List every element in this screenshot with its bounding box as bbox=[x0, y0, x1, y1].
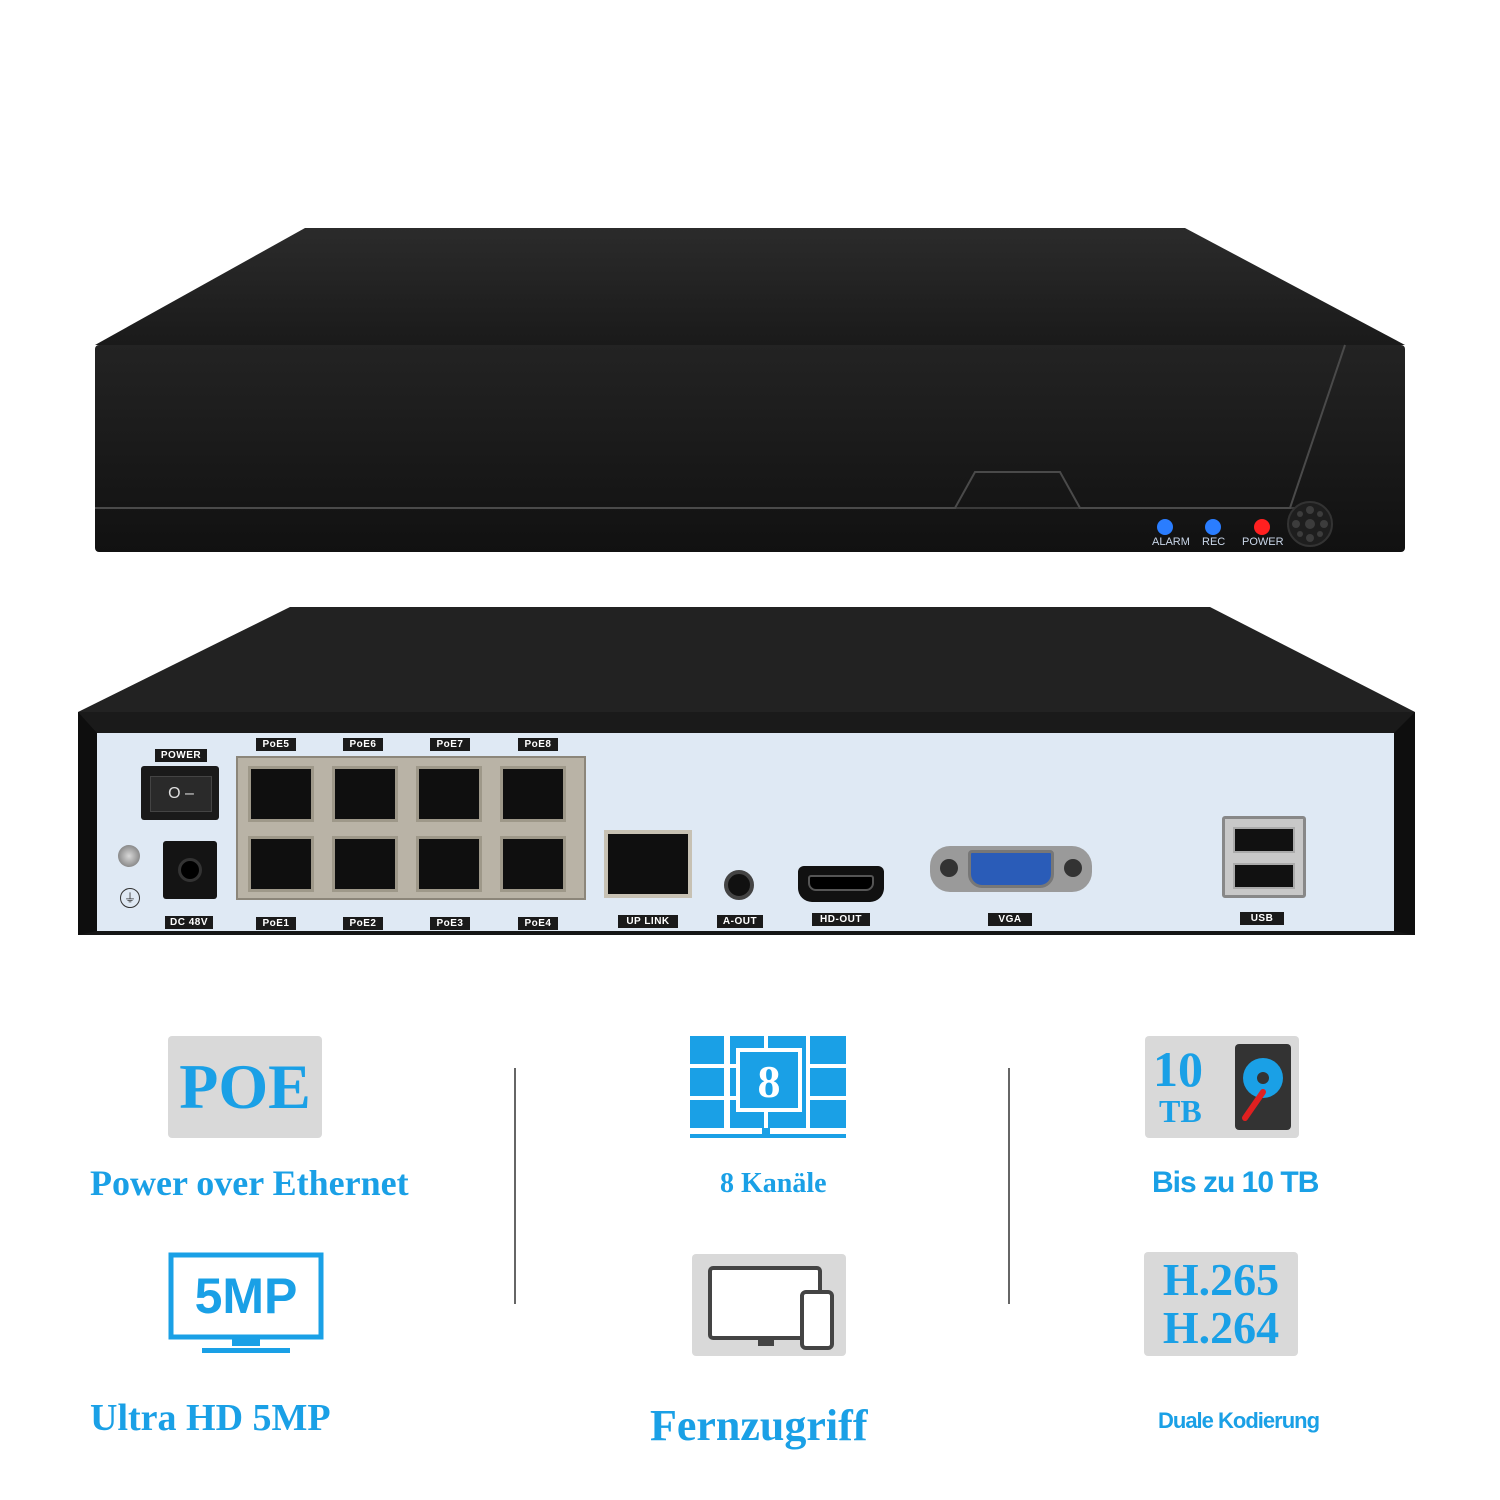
poe8-port[interactable] bbox=[500, 766, 566, 822]
dc-label: DC 48V bbox=[165, 916, 213, 929]
power-led bbox=[1254, 519, 1270, 535]
nvr-rear-top-lid bbox=[78, 607, 1415, 712]
uplink-port[interactable] bbox=[604, 830, 692, 898]
storage-badge: 10 TB bbox=[1145, 1036, 1299, 1138]
poe6-label: PoE6 bbox=[343, 738, 383, 751]
hard-drive-icon bbox=[1235, 1044, 1291, 1130]
poe4-label: PoE4 bbox=[518, 917, 558, 930]
hdmi-port[interactable] bbox=[798, 866, 884, 902]
poe-caption: Power over Ethernet bbox=[90, 1163, 409, 1203]
poe5-label: PoE5 bbox=[256, 738, 296, 751]
vga-label: VGA bbox=[988, 913, 1032, 926]
nvr-front-face bbox=[95, 345, 1405, 552]
nvr-top-lid bbox=[95, 228, 1405, 345]
channels-grid-icon bbox=[690, 1036, 846, 1138]
codec-caption: Duale Kodierung bbox=[1158, 1408, 1320, 1433]
poe-badge-text: POE bbox=[179, 1051, 311, 1122]
divider-right bbox=[1008, 1068, 1010, 1304]
vga-port[interactable] bbox=[930, 846, 1092, 892]
poe3-port[interactable] bbox=[416, 836, 482, 892]
power-switch[interactable]: O – bbox=[141, 766, 219, 820]
usb-label: USB bbox=[1240, 912, 1284, 925]
poe-badge: POE bbox=[168, 1036, 322, 1138]
poe7-label: PoE7 bbox=[430, 738, 470, 751]
remote-caption: Fernzugriff bbox=[650, 1401, 868, 1450]
alarm-led bbox=[1157, 519, 1173, 535]
poe2-port[interactable] bbox=[332, 836, 398, 892]
power-switch-label: POWER bbox=[155, 749, 207, 762]
rec-led bbox=[1205, 519, 1221, 535]
poe1-port[interactable] bbox=[248, 836, 314, 892]
codec-badge: H.265 H.264 bbox=[1144, 1252, 1298, 1356]
poe7-port[interactable] bbox=[416, 766, 482, 822]
rec-led-label: REC bbox=[1202, 536, 1226, 548]
dc-power-jack[interactable] bbox=[163, 841, 217, 899]
monitor-5mp-icon bbox=[168, 1252, 324, 1353]
poe4-port[interactable] bbox=[500, 836, 566, 892]
channels-badge-text: 8 bbox=[757, 1056, 781, 1107]
power-switch-symbols: O – bbox=[150, 776, 212, 812]
nvr-rear-view: POWER O – ⏚ DC 48V PoE5 PoE6 PoE7 PoE8 P… bbox=[0, 590, 1500, 950]
nvr-front-view: ALARM REC POWER bbox=[0, 0, 1500, 580]
storage-badge-number: 10 bbox=[1153, 1041, 1203, 1097]
remote-access-badge bbox=[692, 1254, 846, 1356]
poe2-label: PoE2 bbox=[343, 917, 383, 930]
audio-out-jack[interactable] bbox=[724, 870, 754, 900]
codec-line2: H.264 bbox=[1162, 1302, 1280, 1353]
ground-screw-icon bbox=[118, 845, 140, 867]
poe6-port[interactable] bbox=[332, 766, 398, 822]
poe5-port[interactable] bbox=[248, 766, 314, 822]
usb-ports[interactable] bbox=[1222, 816, 1306, 898]
aout-label: A-OUT bbox=[717, 915, 763, 928]
hdout-label: HD-OUT bbox=[812, 913, 870, 926]
resolution-caption: Ultra HD 5MP bbox=[90, 1397, 331, 1439]
channels-caption: 8 Kanäle bbox=[720, 1168, 827, 1199]
codec-line1: H.265 bbox=[1162, 1254, 1280, 1305]
ground-symbol-icon: ⏚ bbox=[120, 888, 140, 908]
storage-caption: Bis zu 10 TB bbox=[1152, 1166, 1319, 1199]
resolution-badge-text: 5MP bbox=[194, 1268, 298, 1324]
poe8-label: PoE8 bbox=[518, 738, 558, 751]
ir-receiver-icon bbox=[1287, 501, 1333, 547]
poe1-label: PoE1 bbox=[256, 917, 296, 930]
features-section: POE Power over Ethernet 8 8 Kanäle 10 TB… bbox=[0, 1010, 1500, 1480]
computer-phone-icon bbox=[708, 1266, 834, 1350]
divider-left bbox=[514, 1068, 516, 1304]
nvr-front-drawing bbox=[95, 228, 1405, 552]
storage-badge-unit: TB bbox=[1159, 1093, 1202, 1129]
power-led-label: POWER bbox=[1242, 536, 1284, 548]
uplink-label: UP LINK bbox=[618, 915, 678, 928]
poe3-label: PoE3 bbox=[430, 917, 470, 930]
alarm-led-label: ALARM bbox=[1152, 536, 1190, 548]
